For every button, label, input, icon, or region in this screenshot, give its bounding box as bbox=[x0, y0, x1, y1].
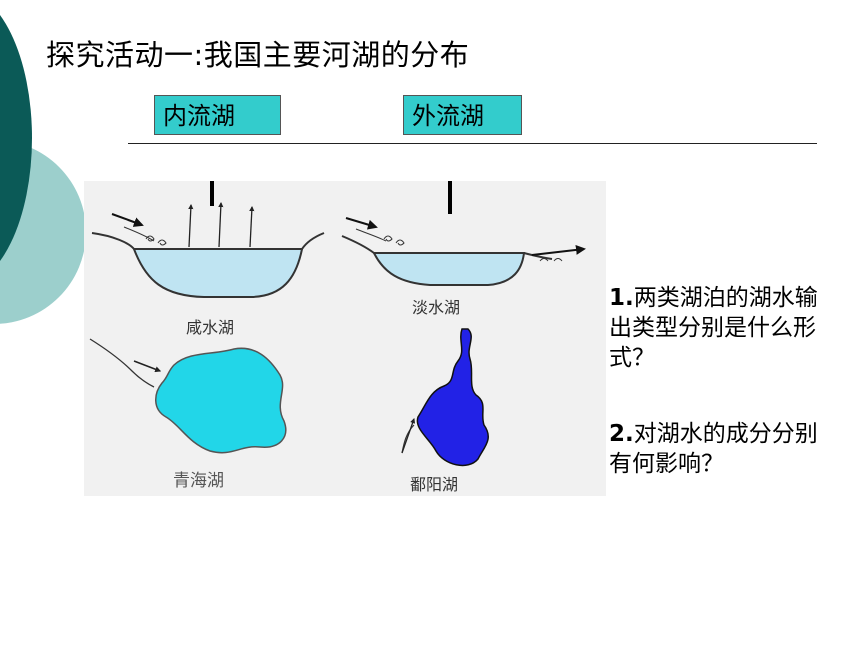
decorative-circles bbox=[0, 14, 86, 324]
question-2: 2.对湖水的成分分别有何影响？ bbox=[609, 419, 819, 479]
salt-lake-section bbox=[91, 201, 325, 298]
question-2-text: 对湖水的成分分别有何影响？ bbox=[609, 421, 818, 477]
qinghai-lake-map bbox=[89, 338, 287, 454]
poyang-lake-label: 鄱阳湖 bbox=[410, 475, 459, 494]
salt-lake-label: 咸水湖 bbox=[186, 318, 235, 337]
slide-title: 探究活动一:我国主要河湖的分布 bbox=[46, 38, 470, 72]
inner-lake-box: 内流湖 bbox=[154, 95, 281, 135]
outer-lake-box: 外流湖 bbox=[403, 95, 522, 135]
question-1: 1.两类湖泊的湖水输出类型分别是什么形式？ bbox=[609, 283, 819, 373]
fresh-lake-label: 淡水湖 bbox=[412, 298, 461, 317]
qinghai-lake-label: 青海湖 bbox=[173, 471, 224, 491]
diagram-panel bbox=[84, 181, 606, 496]
divider-line bbox=[128, 143, 817, 144]
fresh-lake-section bbox=[341, 217, 586, 286]
question-2-number: 2. bbox=[609, 421, 634, 447]
poyang-lake-map bbox=[401, 328, 489, 467]
question-1-number: 1. bbox=[609, 285, 634, 311]
lake-diagram bbox=[89, 181, 586, 467]
deco-circle-dark bbox=[0, 14, 32, 262]
question-1-text: 两类湖泊的湖水输出类型分别是什么形式？ bbox=[609, 285, 818, 371]
